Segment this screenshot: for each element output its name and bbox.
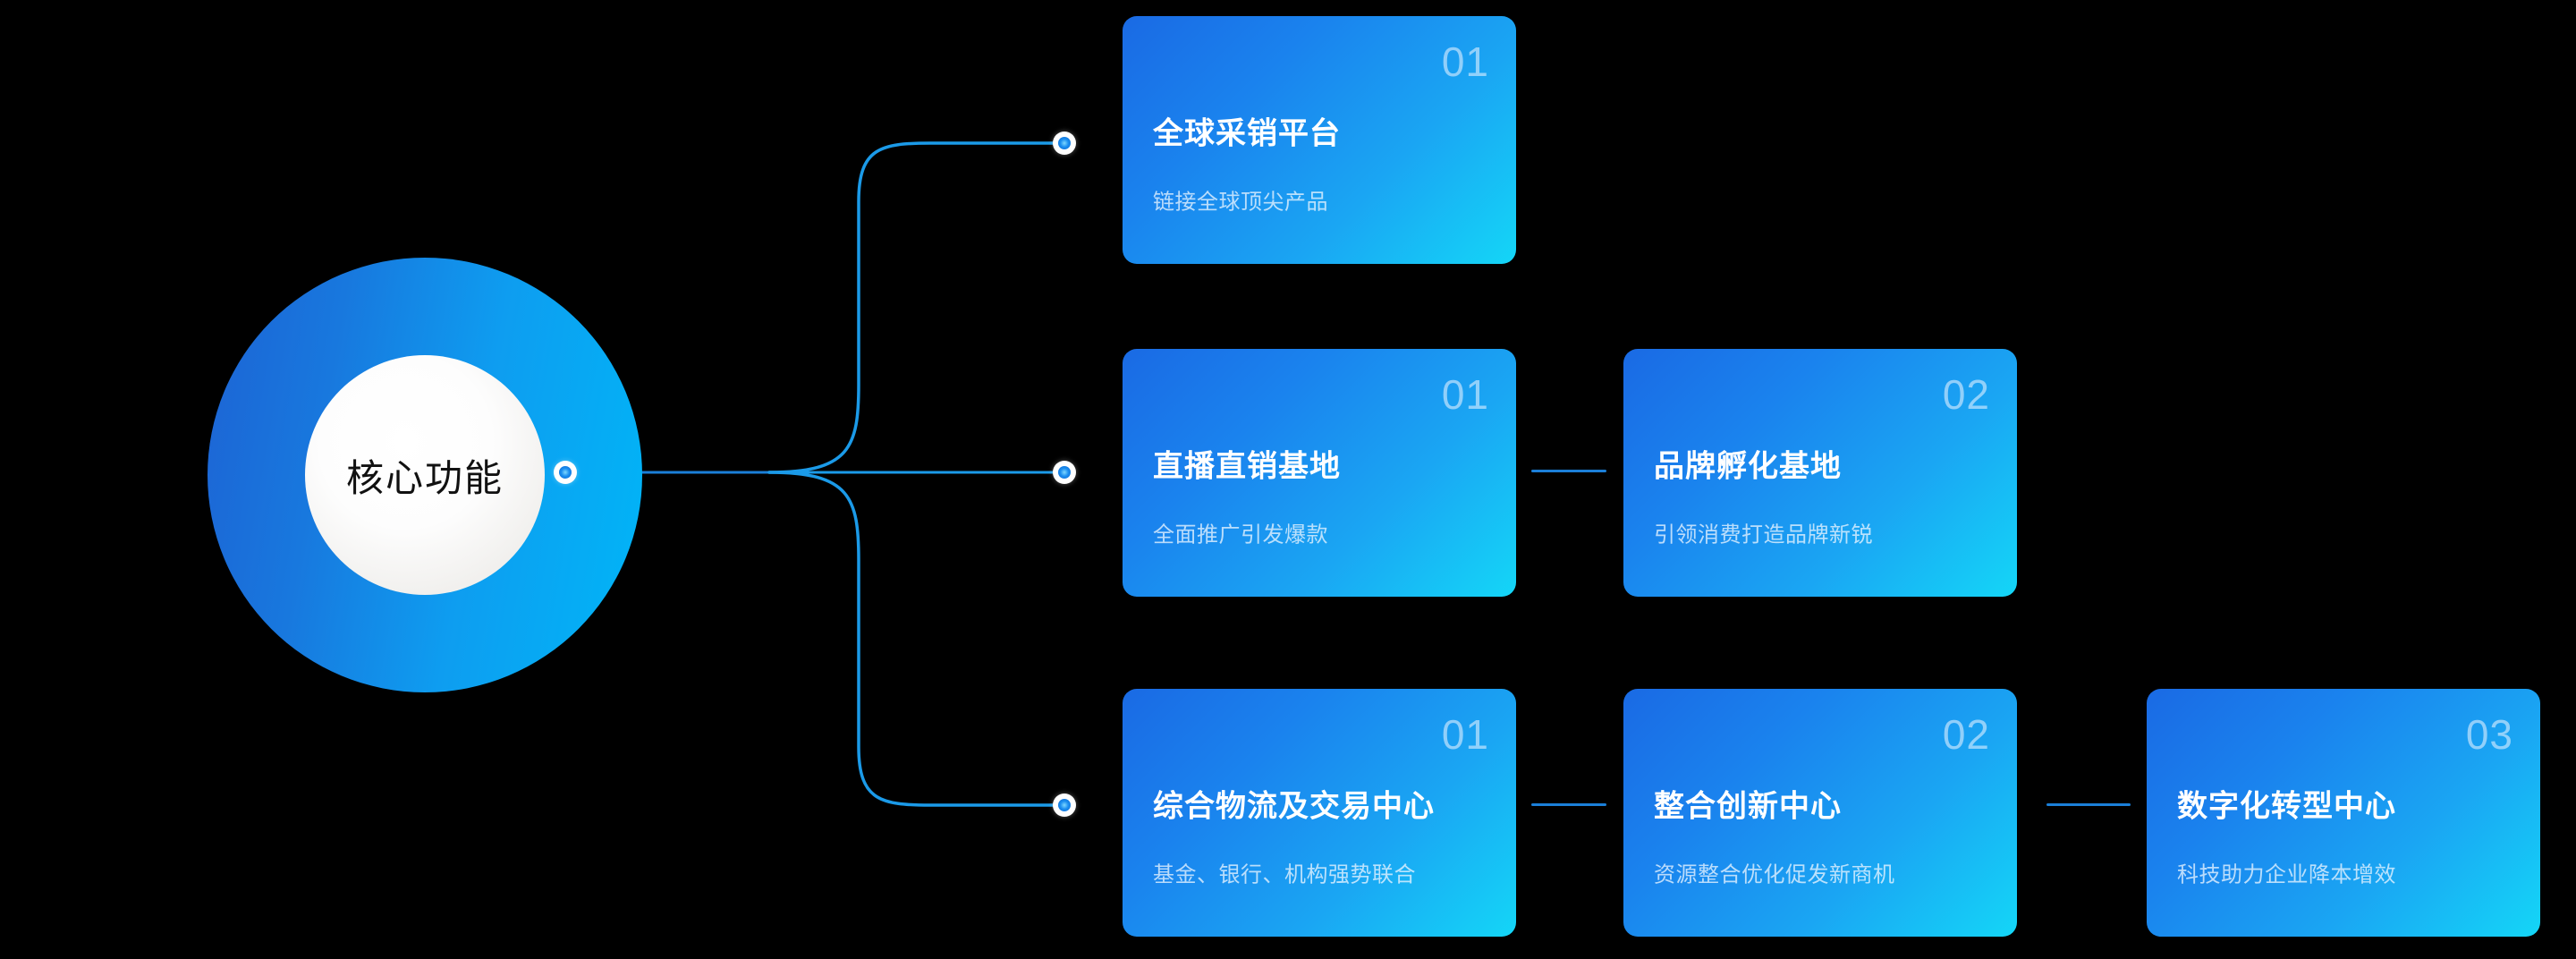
core-hub-label: 核心功能	[345, 456, 504, 499]
branch-top-node-dot[interactable]	[1053, 132, 1076, 155]
connector-top	[767, 141, 1055, 474]
card-number: 01	[1441, 711, 1489, 758]
card-subtitle: 全面推广引发爆款	[1153, 522, 1328, 547]
card-digital-transformation-center[interactable]: 03 数字化转型中心 科技助力企业降本增效	[2147, 689, 2540, 937]
card-subtitle: 科技助力企业降本增效	[2177, 862, 2396, 887]
branch-bottom-node-dot[interactable]	[1053, 794, 1076, 817]
card-link-bottom-1	[1531, 803, 1606, 806]
card-number: 02	[1942, 371, 1990, 418]
card-subtitle: 资源整合优化促发新商机	[1654, 862, 1895, 887]
card-brand-incubation-base[interactable]: 02 品牌孵化基地 引领消费打造品牌新锐	[1623, 349, 2017, 597]
card-title: 直播直销基地	[1153, 449, 1341, 484]
card-link-bottom-2	[2046, 803, 2131, 806]
card-title: 整合创新中心	[1654, 789, 1842, 824]
card-link-middle-1	[1531, 470, 1606, 472]
card-subtitle: 基金、银行、机构强势联合	[1153, 862, 1416, 887]
card-subtitle: 链接全球顶尖产品	[1153, 190, 1328, 215]
card-number: 02	[1942, 711, 1990, 758]
connector-bottom	[767, 471, 1055, 807]
card-logistics-trading-center[interactable]: 01 综合物流及交易中心 基金、银行、机构强势联合	[1123, 689, 1516, 937]
card-integrated-innovation-center[interactable]: 02 整合创新中心 资源整合优化促发新商机	[1623, 689, 2017, 937]
card-global-sourcing-platform[interactable]: 01 全球采销平台 链接全球顶尖产品	[1123, 16, 1516, 264]
card-title: 品牌孵化基地	[1654, 449, 1842, 484]
card-number: 01	[1441, 38, 1489, 85]
card-number: 01	[1441, 371, 1489, 418]
hub-node-dot[interactable]	[554, 461, 577, 484]
core-hub[interactable]: 核心功能	[208, 258, 642, 692]
core-hub-inner: 核心功能	[305, 355, 545, 595]
card-livestream-base[interactable]: 01 直播直销基地 全面推广引发爆款	[1123, 349, 1516, 597]
card-subtitle: 引领消费打造品牌新锐	[1654, 522, 1873, 547]
card-title: 数字化转型中心	[2177, 789, 2396, 824]
card-title: 全球采销平台	[1153, 116, 1341, 151]
card-number: 03	[2465, 711, 2513, 758]
branch-middle-node-dot[interactable]	[1053, 461, 1076, 484]
card-title: 综合物流及交易中心	[1153, 789, 1435, 824]
